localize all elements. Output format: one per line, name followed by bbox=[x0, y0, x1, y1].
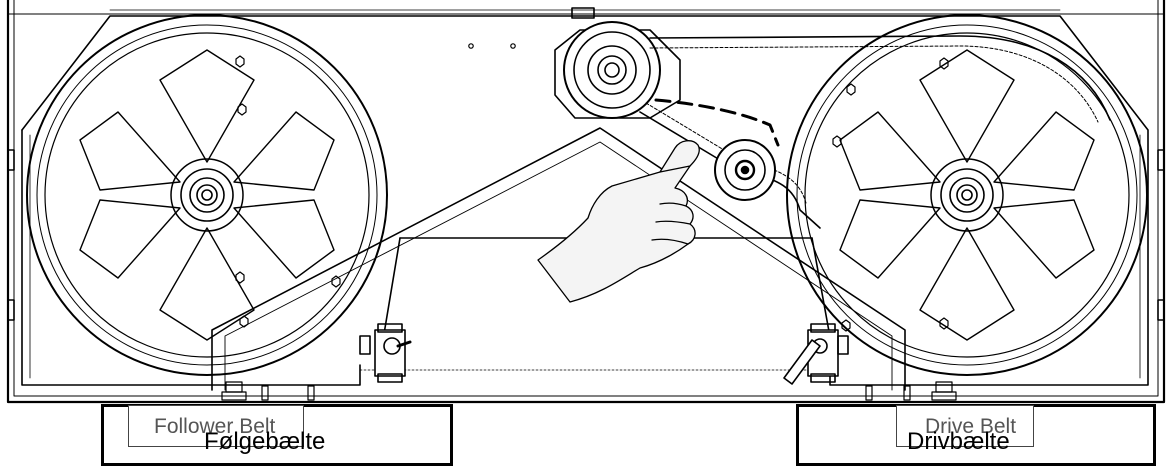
follower-belt-label-box: Follower Belt Følgebælte bbox=[101, 404, 453, 466]
machine-housing bbox=[6, 0, 1166, 404]
follower-belt-label-tag bbox=[128, 405, 304, 447]
drive-wheel bbox=[786, 14, 1148, 376]
housing-bolts bbox=[235, 43, 949, 332]
drive-belt bbox=[639, 35, 1111, 229]
drive-belt-label-da: Drivbælte bbox=[907, 428, 1010, 455]
left-tension-bracket bbox=[359, 323, 412, 383]
drive-belt-label-en: Drive Belt bbox=[925, 415, 1017, 438]
follower-belt-label-en: Follower Belt bbox=[154, 415, 276, 438]
idler-pulley bbox=[714, 139, 776, 201]
right-tension-bracket bbox=[783, 323, 849, 385]
motor-pulley bbox=[554, 7, 681, 119]
follower-belt-label-da: Følgebælte bbox=[204, 428, 326, 455]
follower-wheel bbox=[26, 14, 388, 376]
drive-belt-label-tag bbox=[896, 405, 1034, 447]
drive-belt-label-box: Drive Belt Drivbælte bbox=[796, 404, 1156, 466]
pointing-hand-icon bbox=[537, 140, 700, 303]
bottom-hardware bbox=[221, 381, 957, 401]
